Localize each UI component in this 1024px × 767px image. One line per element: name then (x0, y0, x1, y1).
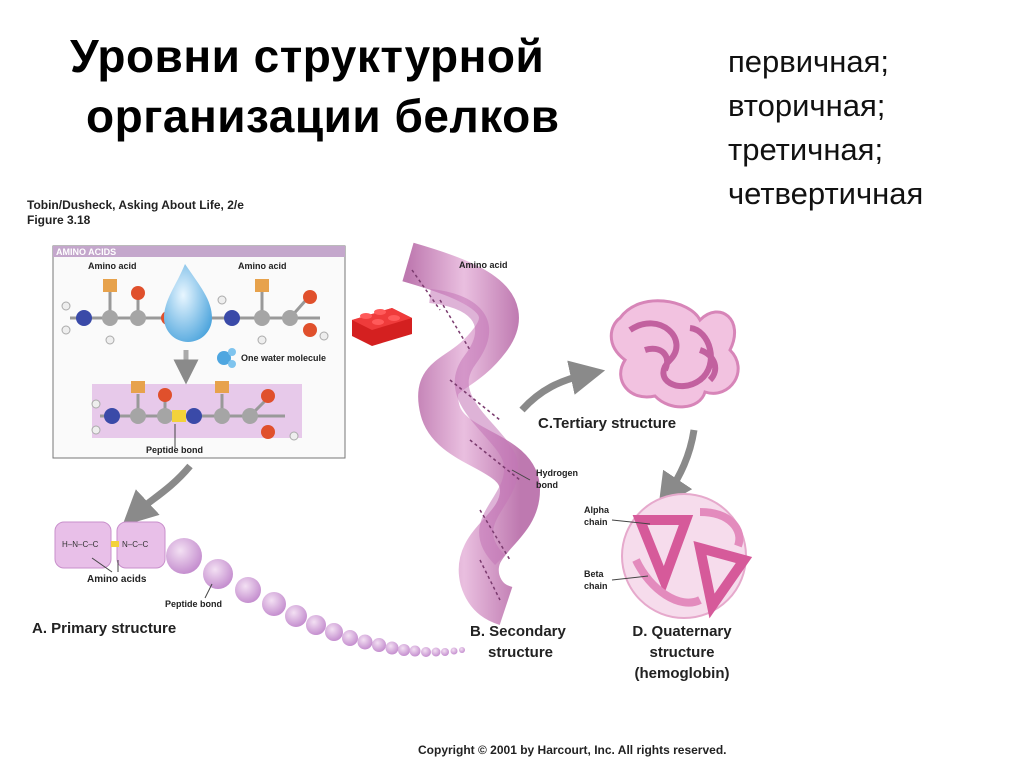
title-line-1: Уровни структурной (70, 30, 545, 82)
r-group (255, 279, 269, 292)
dipeptide-molecule (91, 381, 299, 441)
peptide-bond-marker (111, 541, 119, 547)
carbon-atom (254, 310, 270, 326)
alpha-chain-label: Alpha chain (584, 505, 610, 527)
level-secondary: вторичная; (728, 88, 886, 123)
carbon-atom (102, 310, 118, 326)
oxygen-atom (303, 290, 317, 304)
quaternary-label-line-3: (hemoglobin) (634, 665, 730, 682)
secondary-structure-label: B. Secondary structure (470, 621, 566, 663)
beta-chain (693, 541, 753, 619)
water-molecule-label: One water molecule (241, 353, 327, 363)
tertiary-structure-label: C.Tertiary structure (538, 415, 677, 432)
amino-acids-label: Amino acids (87, 574, 147, 585)
quaternary-label-line-2: structure (649, 644, 715, 661)
slide-title: Уровни структурной организации белков (70, 26, 690, 146)
carbon-atom (282, 310, 298, 326)
arrow-to-quaternary (658, 429, 698, 509)
amino-acids-header: AMINO ACIDS (56, 247, 117, 257)
nitrogen-atom (76, 310, 92, 326)
lego-brick-icon (352, 308, 412, 346)
tertiary-structure (609, 299, 740, 409)
quaternary-structure (611, 493, 753, 619)
oxygen-atom (131, 286, 145, 300)
primary-structure-label: A. Primary structure (32, 620, 177, 637)
water-molecule-icon (217, 351, 231, 365)
nitrogen-atom (224, 310, 240, 326)
secondary-label-line-2: structure (488, 644, 554, 661)
source-line-2: Figure 3.18 (27, 213, 91, 227)
amino-acid-left-label: Amino acid (88, 261, 137, 271)
oxygen-atom (303, 323, 317, 337)
reaction-molecules (61, 264, 329, 385)
peptide-bond-label: Peptide bond (146, 445, 203, 455)
level-quaternary: четвертичная (728, 176, 924, 211)
secondary-helix (402, 242, 541, 625)
alpha-chain (632, 515, 694, 594)
hydrogen-bond-label: Hydrogen bond (536, 468, 579, 490)
source-citation: Tobin/Dusheck, Asking About Life, 2/e Fi… (27, 198, 244, 228)
peptide-bond-marker (172, 410, 186, 422)
level-primary: первичная; (728, 44, 889, 79)
copyright-notice: Copyright © 2001 by Harcourt, Inc. All r… (418, 743, 727, 757)
primary-chain: H–N–C–C N–C–C (54, 521, 465, 657)
carbon-atom (130, 310, 146, 326)
secondary-amino-acid-label: Amino acid (459, 260, 508, 270)
svg-text:H–N–C–C: H–N–C–C (62, 540, 99, 549)
svg-text:N–C–C: N–C–C (122, 540, 148, 549)
quaternary-label-line-1: D. Quaternary (632, 623, 732, 640)
secondary-label-line-1: B. Secondary (470, 623, 566, 640)
levels-list: первичная; вторичная; третичная; четверт… (728, 40, 923, 216)
water-drop (164, 264, 212, 342)
primary-peptide-bond-label: Peptide bond (165, 599, 222, 609)
arrow-to-tertiary (519, 360, 606, 413)
amino-acid-right-label: Amino acid (238, 261, 287, 271)
beta-chain-label: Beta chain (584, 569, 608, 591)
level-tertiary: третичная; (728, 132, 884, 167)
title-line-2: организации белков (86, 90, 560, 142)
quaternary-structure-label: D. Quaternary structure (hemoglobin) (614, 621, 750, 684)
source-line-1: Tobin/Dusheck, Asking About Life, 2/e (27, 198, 244, 212)
arrow-to-primary (122, 463, 193, 526)
r-group (103, 279, 117, 292)
